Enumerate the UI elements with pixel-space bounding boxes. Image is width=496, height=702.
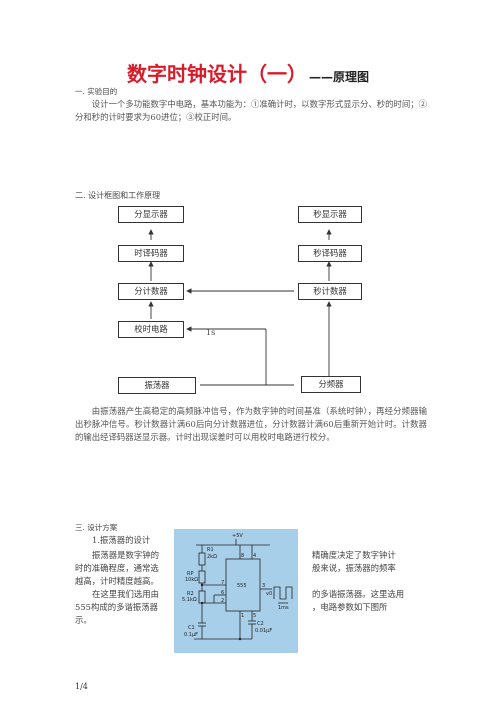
label-out: v0 <box>266 591 272 597</box>
section1-paragraph: 设计一个多功能数字中电路，基本功能为：①准确计时，以数字形式显示分、秒的时间；②… <box>75 99 427 122</box>
label-rp: RP <box>187 571 194 577</box>
signal-label: 1s <box>206 328 216 337</box>
pin-4: 4 <box>253 553 256 559</box>
title-main: 数字时钟设计（一） <box>126 62 307 86</box>
section1-heading: 一. 实验目的 <box>75 87 118 96</box>
s3-right-1: 精确度决定了数字钟计 <box>312 550 396 560</box>
s3-line-1: 振荡器是数字钟的 <box>92 550 159 560</box>
s3-line-4: 在这里我们选用由 <box>92 589 159 599</box>
label-vcc: +5V <box>232 533 243 539</box>
sec-display-box: 秒显示器 <box>298 206 362 223</box>
label-c2-val: 0.01μF <box>255 628 272 634</box>
calib-circuit-box: 校时电路 <box>118 321 184 338</box>
pin-5: 5 <box>253 613 256 619</box>
divider-box: 分频器 <box>301 376 361 393</box>
label-r2-val: 5.1kΩ <box>182 597 197 603</box>
pin-8: 8 <box>241 553 244 559</box>
section3-right-text: 精确度决定了数字钟计 般来说，振荡器的频率 的多谐振荡器。这里选用 ，电路参数如… <box>312 549 432 614</box>
sec-decoder-box: 秒译码器 <box>298 245 362 262</box>
label-c1-val: 0.1μF <box>184 632 198 638</box>
pin-6: 6 <box>221 590 224 596</box>
section1-text: 设计一个多功能数字中电路，基本功能为：①准确计时，以数字形式显示分、秒的时间；②… <box>75 98 427 124</box>
sec-counter-box: 秒计数器 <box>298 283 362 300</box>
label-chip: 555 <box>237 583 247 589</box>
label-c1: C1 <box>188 625 195 631</box>
pin-3: 3 <box>262 583 265 589</box>
section2-text: 由振荡器产生高稳定的高频脉冲信号，作为数字钟的时间基准（系统时钟），再经分频器输… <box>75 405 427 444</box>
min-counter-box: 分计数器 <box>118 283 184 300</box>
label-r2: R2 <box>187 591 194 597</box>
s3-line-2: 时的准确程度，通常选 <box>75 563 159 573</box>
s3-line-3: 越高，计时精度越高。 <box>75 576 159 586</box>
label-c2: C2 <box>257 621 264 627</box>
min-decoder-box: 时译码器 <box>118 245 184 262</box>
circuit-schematic: +5V R1 2kΩ RP 10kΩ R2 5.1kΩ 555 C1 0.1μF… <box>182 533 293 641</box>
label-r1-val: 2kΩ <box>207 554 217 560</box>
s3-right-4: 的多谐振荡器。这里选用 <box>312 589 405 599</box>
section3-subheading: 1.振荡器的设计 <box>92 535 151 545</box>
page-number: 1/4 <box>75 682 88 691</box>
section2-paragraph: 由振荡器产生高稳定的高频脉冲信号，作为数字钟的时间基准（系统时钟），再经分频器输… <box>75 406 427 442</box>
s3-right-3 <box>312 575 432 588</box>
section3-left-text: 振荡器是数字钟的 时的准确程度，通常选 越高，计时精度越高。 在这里我们选用由 … <box>75 549 175 627</box>
pin-7: 7 <box>221 580 224 586</box>
circuit-figure: +5V R1 2kΩ RP 10kΩ R2 5.1kΩ 555 C1 0.1μF… <box>174 529 298 653</box>
section2-heading: 二. 设计框图和工作原理 <box>75 191 161 200</box>
s3-line-6: 示。 <box>75 615 92 625</box>
pin-1: 1 <box>241 613 244 619</box>
pin-2: 2 <box>221 598 224 604</box>
label-rp-val: 10kΩ <box>185 577 198 583</box>
section3-heading: 三. 设计方案 <box>75 523 118 532</box>
min-display-box: 分显示器 <box>118 206 184 223</box>
s3-right-5: ，电路参数如下图所 <box>312 602 388 612</box>
s3-line-5: 555构成的多谐振荡器 <box>75 602 158 612</box>
label-pulse: 1ms <box>278 605 289 611</box>
s3-right-2: 般来说，振荡器的频率 <box>312 563 396 573</box>
document-title: 数字时钟设计（一）——原理图 <box>0 62 496 89</box>
label-r1: R1 <box>207 547 214 553</box>
title-sub: ——原理图 <box>308 70 369 84</box>
oscillator-box: 振荡器 <box>118 377 196 394</box>
